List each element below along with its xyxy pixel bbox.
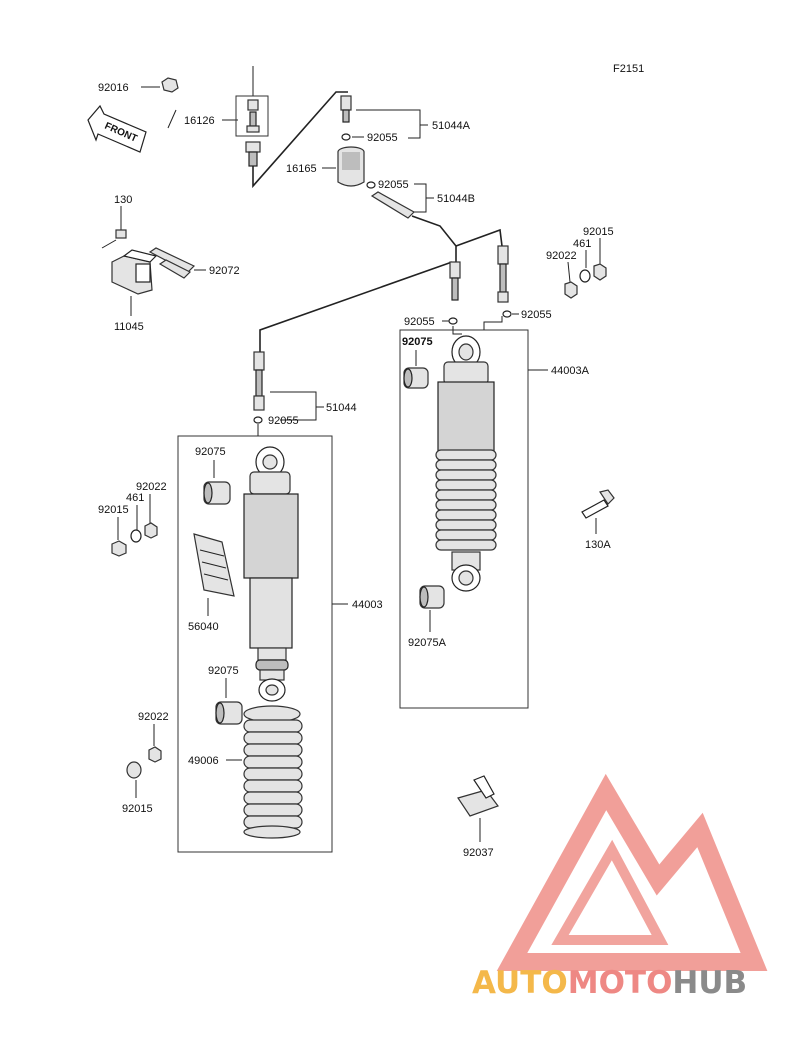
label-92022-r: 92022 [546,250,577,262]
bolt-130 [101,229,127,249]
washer-92055-c [448,317,458,325]
label-130: 130 [114,194,132,206]
bracket-top-44003A [452,326,462,335]
label-92055-c: 92055 [404,316,435,328]
bushing-92075-l2 [215,701,243,725]
fitting-16126 [245,99,261,167]
watermark-inner-triangle [551,839,669,945]
label-92015-b: 92015 [122,803,153,815]
figure-code: F2151 [613,63,644,75]
automotohub-watermark: AUTOMOTOHUB [472,773,768,1001]
hose-mid-left [411,215,457,262]
hose-mid-right [455,228,503,247]
bushing-92075-l1 [203,481,231,505]
nut-92015-l [111,540,127,557]
label-92015-l: 92015 [98,504,129,516]
clip-92037 [457,775,499,817]
cap-92015-b [126,761,142,779]
label-44003A: 44003A [551,365,590,377]
fitting-51044A [340,95,352,141]
label-92016: 92016 [98,82,129,94]
fitting-51044B [370,191,415,219]
bracket-51044B [414,183,427,213]
hose-upper [252,91,348,189]
bellows-44003A [435,449,497,551]
leader-92022-r [567,261,571,283]
label-461-r: 461 [573,238,591,250]
sticker-56040 [193,533,235,597]
label-11045: 11045 [114,321,144,333]
fitting-hose-a [449,261,461,301]
washer-92055-d [502,310,512,318]
box-16126 [235,95,269,137]
nut-92022-b [148,746,162,763]
bushing-92075-r [403,367,429,389]
label-92075-l2: 92075 [208,665,239,677]
washer-92055-b [366,181,376,189]
washer-92055-e [253,416,263,424]
watermark-auto: AUTO [472,965,568,1001]
reservoir-16165 [337,146,365,187]
label-92022-b: 92022 [138,711,169,723]
label-92075A: 92075A [408,637,447,649]
washer-461-r [579,269,591,283]
watermark-moto: MOTO [568,965,673,1001]
bushing-92075A [419,585,445,609]
label-49006: 49006 [188,755,219,767]
bracket-top-44003A-b [483,316,503,330]
watermark-hub: HUB [672,965,747,1001]
label-92055-d: 92055 [521,309,552,321]
box-44003 [177,435,333,853]
nut-92015-r [593,263,607,281]
label-92037: 92037 [463,847,494,859]
label-92015-r: 92015 [583,226,614,238]
label-92055-e: 92055 [268,415,299,427]
box-44003A [399,329,529,709]
label-51044B: 51044B [437,193,475,205]
fitting-hose-b [497,245,509,303]
boot-49006 [243,705,303,839]
watermark-triangle-logo [496,773,768,971]
label-92075-l1: 92075 [195,446,226,458]
watermark-text: AUTOMOTOHUB [472,965,747,1001]
label-44003: 44003 [352,599,383,611]
hose-long-left [259,261,453,352]
bracket-11045 [111,249,158,295]
label-51044A: 51044A [432,120,471,132]
nut-92022-r [564,281,578,299]
shock-absorber-44003 [243,446,299,702]
label-16165: 16165 [286,163,317,175]
label-92072: 92072 [209,265,240,277]
label-92022-l: 92022 [136,481,167,493]
fitting-51044 [253,351,265,411]
label-92055-b: 92055 [378,179,409,191]
label-92055-a: 92055 [367,132,398,144]
shock-absorber-44003A [435,335,497,592]
front-arrow-icon: FRONT [87,104,147,153]
label-130A: 130A [585,539,611,551]
bracket-51044 [270,391,317,421]
label-56040: 56040 [188,621,219,633]
bolt-130A [581,489,615,519]
label-92075-r: 92075 [402,336,433,348]
plate-92072 [148,247,196,279]
label-461-l: 461 [126,492,144,504]
leader-92016-b [167,109,177,129]
label-16126: 16126 [184,115,215,127]
bracket-51044A [356,109,421,139]
washer-461-l [130,529,142,543]
nut-92016 [161,77,179,93]
label-51044: 51044 [326,402,357,414]
nut-92022-l [144,522,158,539]
